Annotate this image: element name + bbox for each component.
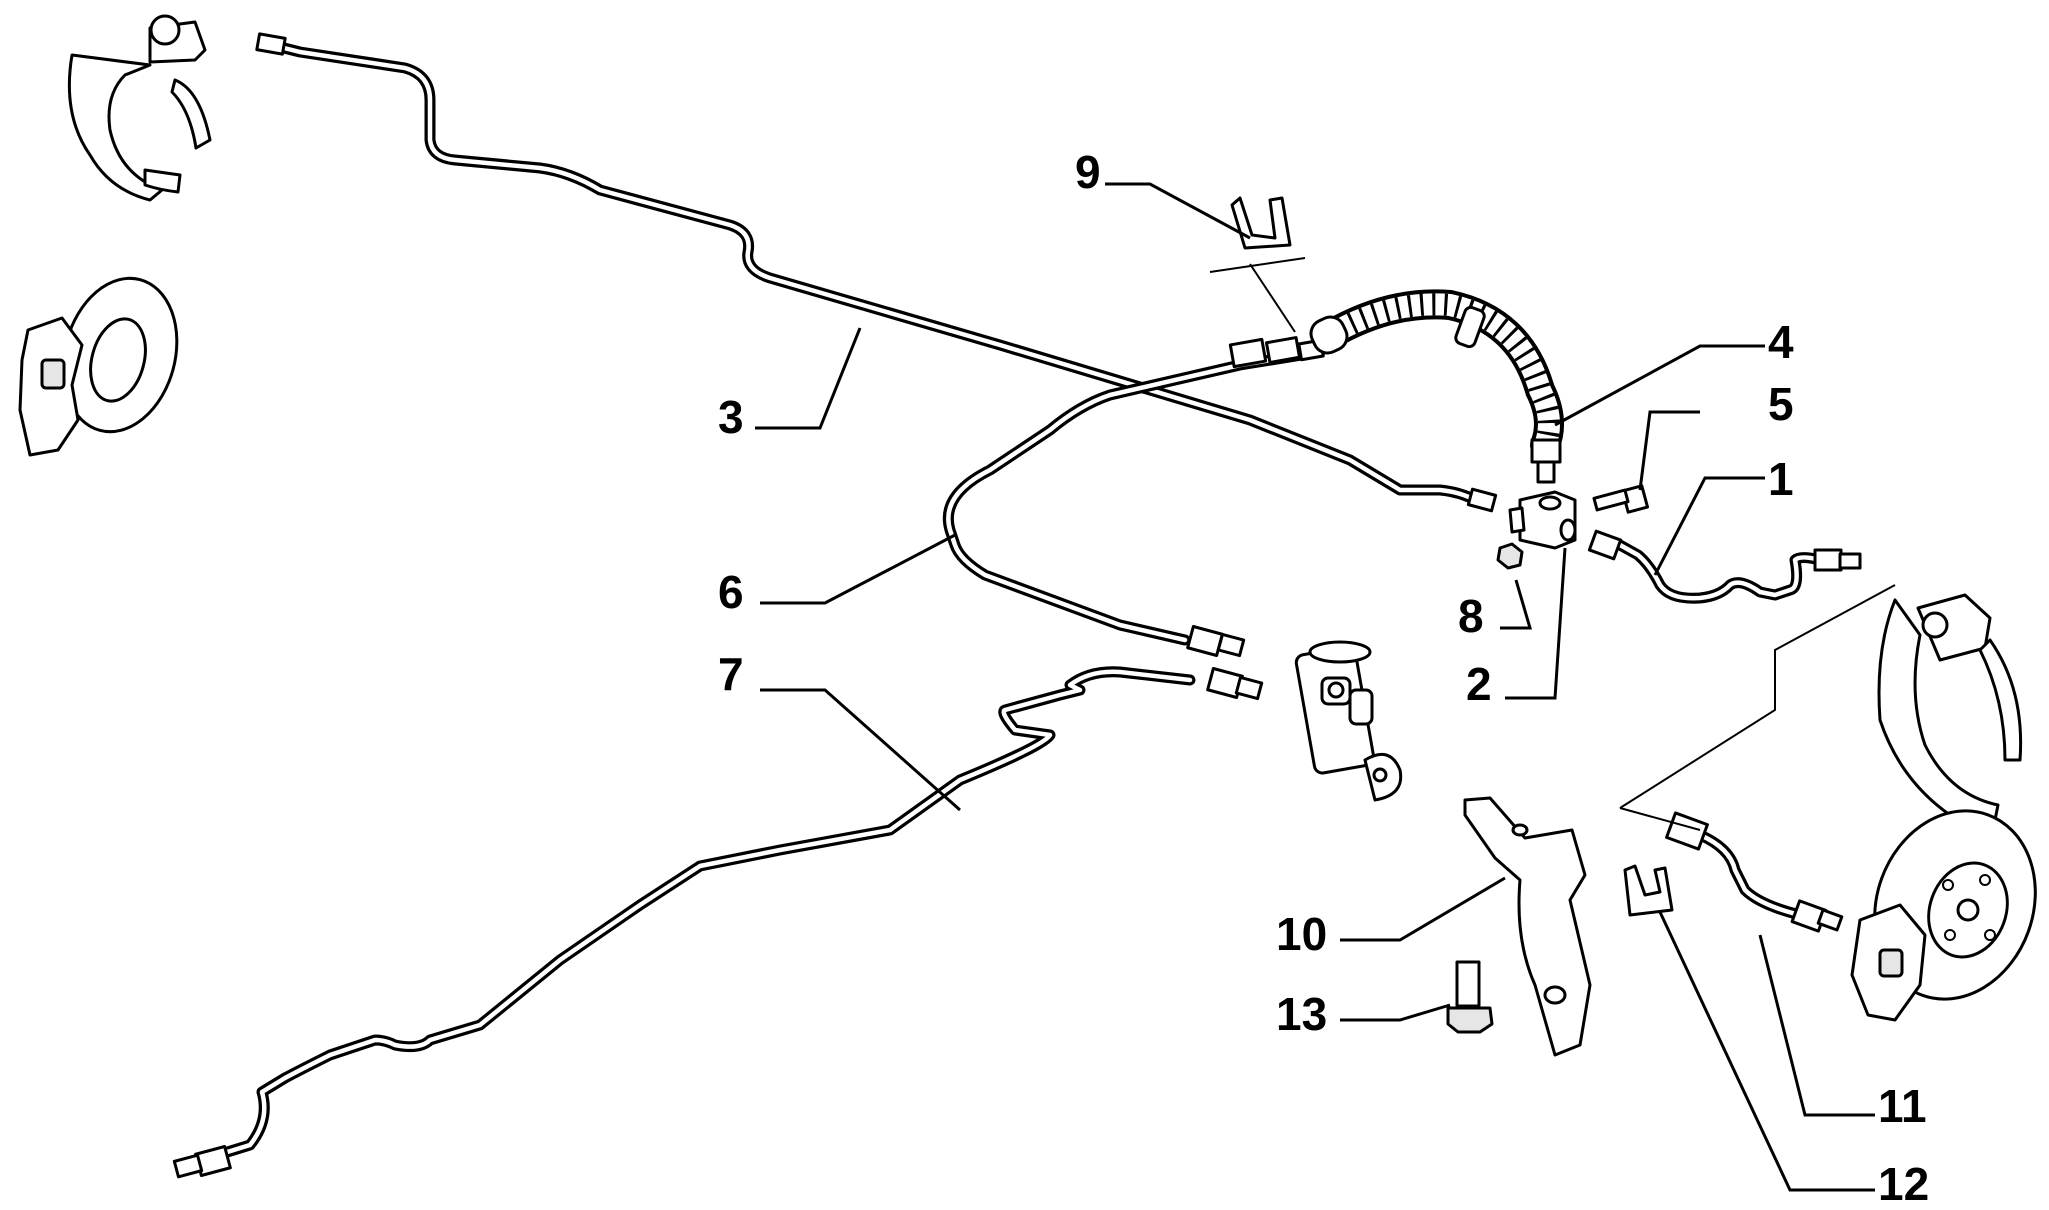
callout-12: 12 bbox=[1878, 1158, 1929, 1210]
callout-11: 11 bbox=[1878, 1080, 1927, 1132]
drum-brake-left-top bbox=[67, 14, 212, 202]
pipe-11 bbox=[1665, 811, 1844, 933]
pipe-6 bbox=[942, 336, 1326, 658]
callout-4: 4 bbox=[1768, 316, 1794, 368]
clip-12 bbox=[1623, 864, 1674, 917]
disc-brake-right bbox=[1850, 809, 2037, 1022]
pipe-7 bbox=[172, 666, 1264, 1179]
pipe-1 bbox=[1587, 529, 1862, 604]
callout-6: 6 bbox=[718, 566, 744, 618]
callout-10: 10 bbox=[1276, 908, 1327, 960]
callout-5: 5 bbox=[1768, 378, 1794, 430]
drum-brake-right bbox=[1877, 593, 2023, 822]
callout-9: 9 bbox=[1075, 146, 1101, 198]
callout-1: 1 bbox=[1768, 453, 1794, 505]
bolt-5 bbox=[1592, 484, 1650, 514]
pipe-3 bbox=[255, 32, 1498, 513]
callout-8: 8 bbox=[1458, 590, 1484, 642]
pressure-regulator-valve bbox=[1294, 640, 1403, 802]
nut-8 bbox=[1496, 542, 1524, 570]
bracket-10 bbox=[1463, 796, 1592, 1057]
clip-9 bbox=[1209, 196, 1306, 333]
callout-3: 3 bbox=[718, 391, 744, 443]
callout-13: 13 bbox=[1276, 988, 1327, 1040]
bolt-13 bbox=[1446, 960, 1494, 1034]
callout-2: 2 bbox=[1466, 658, 1492, 710]
callout-7: 7 bbox=[718, 648, 744, 700]
leader-lines bbox=[755, 182, 1896, 1192]
callout-labels: 1 2 3 4 5 6 7 8 9 10 11 12 13 bbox=[718, 146, 1929, 1210]
disc-brake-left bbox=[18, 276, 179, 457]
hose-4 bbox=[1309, 289, 1564, 484]
tee-union-2 bbox=[1508, 490, 1577, 550]
